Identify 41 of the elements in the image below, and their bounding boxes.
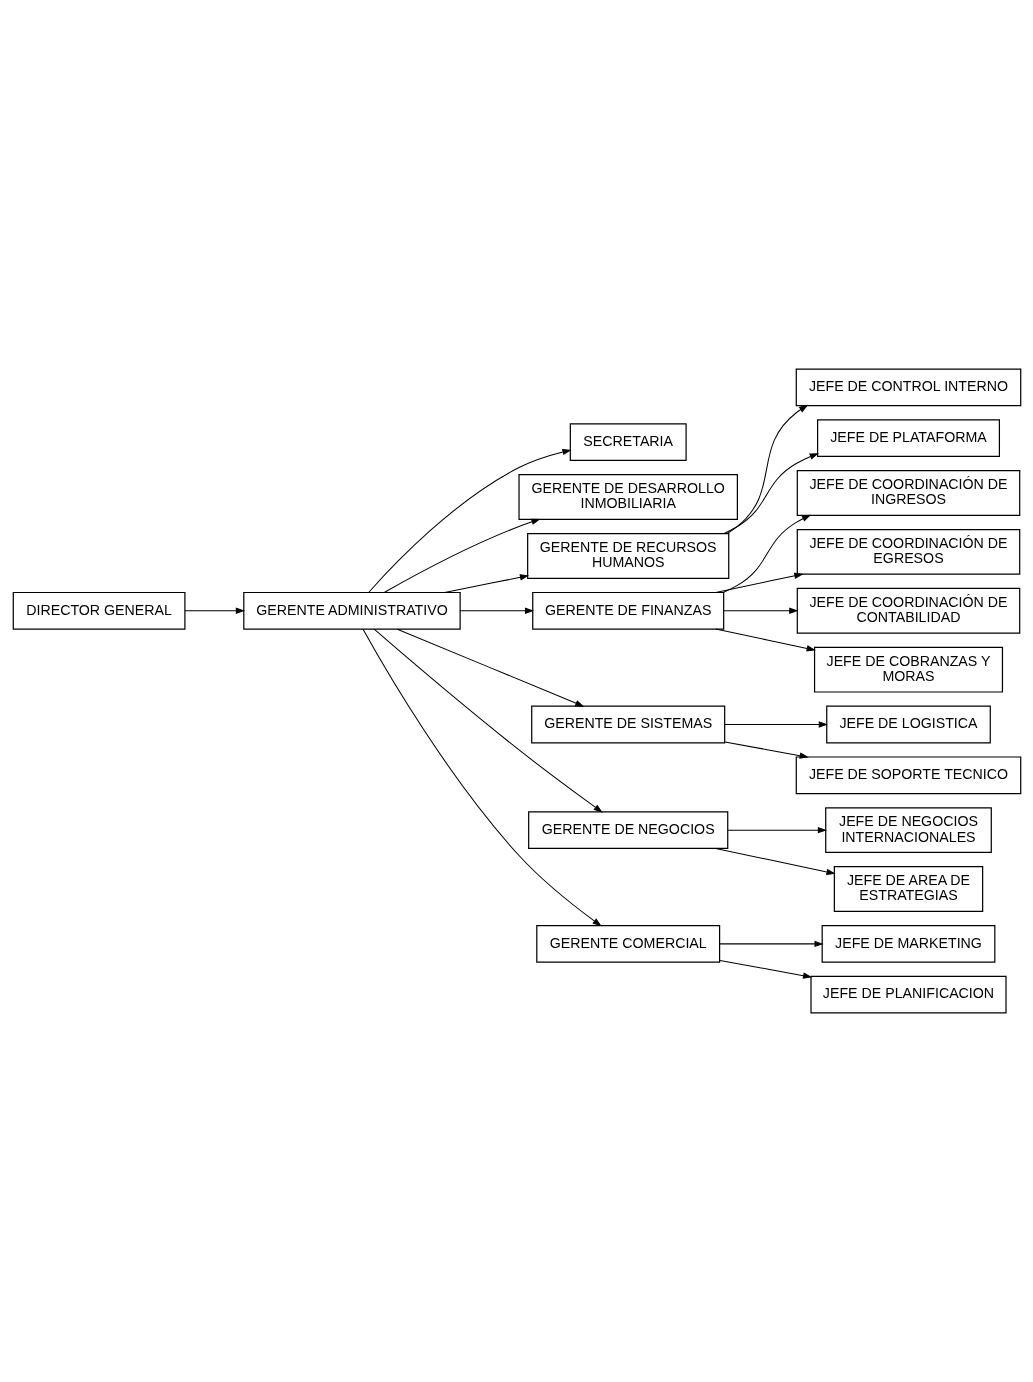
node-box: JEFE DE LOGISTICA xyxy=(825,705,991,744)
arrow xyxy=(714,572,803,593)
node-box: GERENTE DE RECURSOS HUMANOS xyxy=(526,533,729,579)
arrow xyxy=(718,959,812,979)
node-box: GERENTE DE NEGOCIOS xyxy=(527,811,728,849)
arrow xyxy=(722,514,811,593)
node-box: GERENTE COMERCIAL xyxy=(535,925,720,963)
node-box: JEFE DE SOPORTE TECNICO xyxy=(795,756,1021,795)
node-box: GERENTE DE SISTEMAS xyxy=(530,705,725,744)
node-box: JEFE DE COORDINACIÓN DE CONTABILIDAD xyxy=(796,587,1020,634)
arrow xyxy=(714,628,816,652)
node-box: JEFE DE CONTROL INTERNO xyxy=(795,368,1021,407)
arrow xyxy=(362,628,602,927)
arrow xyxy=(367,448,572,593)
arrow xyxy=(722,607,798,614)
node-box: JEFE DE PLATAFORMA xyxy=(816,419,1000,457)
arrow xyxy=(396,628,584,707)
node-box: GERENTE DE FINANZAS xyxy=(531,591,724,630)
node-box: JEFE DE COORDINACIÓN DE EGRESOS xyxy=(796,528,1020,575)
arrow xyxy=(383,518,540,593)
node-box: JEFE DE AREA DE ESTRATEGIAS xyxy=(833,866,983,912)
node-box: GERENTE ADMINISTRATIVO xyxy=(242,591,461,630)
node-box: JEFE DE COORDINACIÓN DE INGRESOS xyxy=(796,470,1020,516)
arrow xyxy=(724,721,828,728)
arrow xyxy=(459,607,534,614)
node-box: JEFE DE COBRANZAS Y MORAS xyxy=(813,646,1003,693)
node-box: JEFE DE NEGOCIOS INTERNACIONALES xyxy=(824,807,992,854)
arrow xyxy=(184,607,245,614)
arrow xyxy=(443,574,529,593)
arrow xyxy=(714,847,836,876)
node-box: JEFE DE MARKETING xyxy=(821,925,995,963)
arrow xyxy=(718,940,824,948)
node-box: GERENTE DE DESARROLLO INMOBILIARIA xyxy=(517,474,738,520)
node-box: JEFE DE PLANIFICACION xyxy=(809,975,1007,1014)
arrow xyxy=(726,404,808,535)
node-box: SECRETARIA xyxy=(569,423,687,462)
node-box: DIRECTOR GENERAL xyxy=(12,591,185,630)
arrow xyxy=(373,628,603,813)
arrow xyxy=(723,453,819,535)
arrow xyxy=(724,741,809,759)
arrow xyxy=(727,826,827,834)
